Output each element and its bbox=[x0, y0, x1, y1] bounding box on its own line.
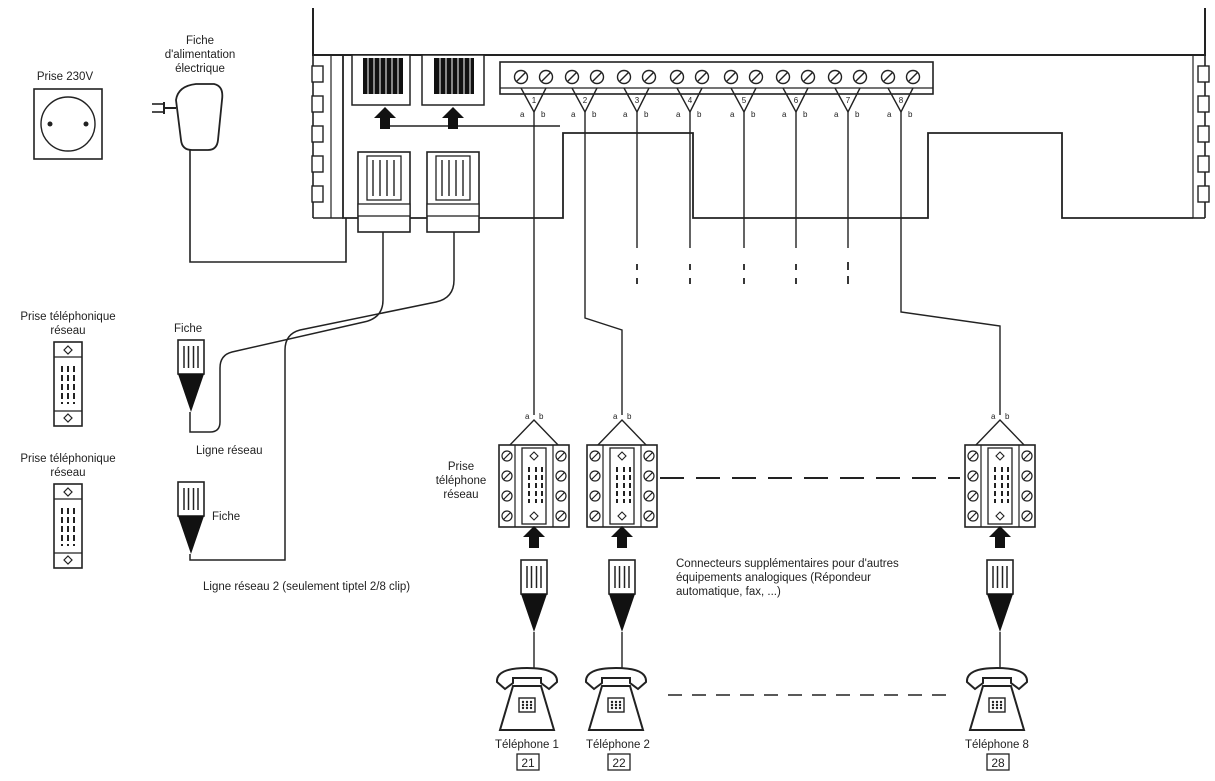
extension-number: 21 bbox=[521, 756, 535, 770]
wire-b-label: b bbox=[539, 412, 544, 421]
wire-a-label: a bbox=[623, 110, 628, 119]
terminal-number: 3 bbox=[635, 96, 640, 105]
extension-number-box-8: 28 bbox=[986, 753, 1010, 771]
right-mounting-tabs bbox=[1197, 65, 1210, 203]
phone-plug-2 bbox=[608, 559, 636, 633]
adapter-label-line1: Fiche bbox=[186, 35, 214, 47]
telephone-1-icon bbox=[495, 667, 559, 731]
telephone-2-icon bbox=[584, 667, 648, 731]
terminal-number: 7 bbox=[846, 96, 851, 105]
inserted-plug-2 bbox=[426, 151, 480, 233]
left-mounting-tabs bbox=[311, 65, 324, 203]
arrow-up-icon bbox=[989, 526, 1011, 548]
adapter-label-line2: d'alimentation bbox=[165, 49, 236, 61]
wire-b-label: b bbox=[855, 110, 860, 119]
terminal-number: 4 bbox=[688, 96, 693, 105]
line-2-label: Ligne réseau 2 (seulement tiptel 2/8 cli… bbox=[203, 581, 410, 593]
wire-a-label: a bbox=[571, 110, 576, 119]
network-jack-1-label-line1: Prise téléphonique bbox=[20, 311, 115, 323]
line-plug-2 bbox=[177, 481, 205, 555]
extension-wires bbox=[533, 112, 1001, 415]
wire-a-label: a bbox=[991, 412, 996, 421]
wire-a-label: a bbox=[613, 412, 618, 421]
phone-plug-8 bbox=[986, 559, 1014, 633]
arrow-up-icon bbox=[523, 526, 545, 548]
wire-b-label: b bbox=[697, 110, 702, 119]
phone-socket-2 bbox=[587, 445, 657, 527]
wire-a-label: a bbox=[520, 110, 525, 119]
plug-1-label: Fiche bbox=[174, 323, 202, 335]
extension-number-box-2: 22 bbox=[607, 753, 631, 771]
phone-socket-1 bbox=[499, 445, 569, 527]
terminal-number: 8 bbox=[899, 96, 904, 105]
extra-connectors-line3: automatique, fax, ...) bbox=[676, 586, 781, 598]
wire-b-label: b bbox=[541, 110, 546, 119]
phone-8-label: Téléphone 8 bbox=[965, 739, 1029, 751]
phone-2-label: Téléphone 2 bbox=[586, 739, 650, 751]
wire-b-label: b bbox=[1005, 412, 1010, 421]
phone-socket-8 bbox=[965, 445, 1035, 527]
extra-connectors-line1: Connecteurs supplémentaires pour d'autre… bbox=[676, 558, 899, 570]
wire-b-label: b bbox=[803, 110, 808, 119]
line-1-label: Ligne réseau bbox=[196, 445, 263, 457]
arrow-up-icon bbox=[611, 526, 633, 548]
line-cable-2 bbox=[189, 232, 455, 561]
phone-socket-label-line3: réseau bbox=[443, 489, 478, 501]
wire-a-label: a bbox=[676, 110, 681, 119]
phone-plug-1 bbox=[520, 559, 548, 633]
power-outlet-label: Prise 230V bbox=[37, 71, 94, 83]
continuation-dashes bbox=[636, 262, 849, 284]
extension-number-box-1: 21 bbox=[516, 753, 540, 771]
pbx-unit: 1 2 3 4 5 6 7 8 a b a b a b a b a b a b … bbox=[311, 8, 1210, 219]
extension-number: 28 bbox=[991, 756, 1005, 770]
plug-2-label: Fiche bbox=[212, 511, 240, 523]
line-socket-2 bbox=[421, 54, 485, 106]
power-outlet bbox=[33, 88, 103, 160]
wire-b-label: b bbox=[627, 412, 632, 421]
line-socket-1 bbox=[351, 54, 411, 106]
terminal-strip bbox=[499, 61, 934, 95]
extension-number: 22 bbox=[612, 756, 626, 770]
power-cable bbox=[189, 150, 347, 263]
telephone-8-icon bbox=[965, 667, 1029, 731]
wire-b-label: b bbox=[908, 110, 913, 119]
socket-wire-splits bbox=[507, 418, 1027, 448]
terminal-number: 2 bbox=[583, 96, 588, 105]
extra-connectors-line2: équipements analogiques (Répondeur bbox=[676, 572, 871, 584]
network-wall-jack-2 bbox=[53, 483, 83, 569]
inserted-plug-1 bbox=[357, 151, 411, 233]
line-plug-1 bbox=[177, 339, 205, 413]
network-jack-1-label-line2: réseau bbox=[50, 325, 85, 337]
wire-a-label: a bbox=[730, 110, 735, 119]
network-jack-2-label-line1: Prise téléphonique bbox=[20, 453, 115, 465]
wire-a-label: a bbox=[525, 412, 530, 421]
phone-1-label: Téléphone 1 bbox=[495, 739, 559, 751]
terminal-number: 5 bbox=[742, 96, 747, 105]
wire-a-label: a bbox=[834, 110, 839, 119]
terminal-numbers: 1 2 3 4 5 6 7 8 bbox=[532, 96, 904, 105]
wire-a-label: a bbox=[887, 110, 892, 119]
adapter-label-line3: électrique bbox=[175, 63, 225, 75]
wire-b-label: b bbox=[751, 110, 756, 119]
terminal-number: 6 bbox=[794, 96, 799, 105]
wire-b-label: b bbox=[644, 110, 649, 119]
power-adapter bbox=[152, 83, 224, 151]
wire-b-label: b bbox=[592, 110, 597, 119]
terminal-number: 1 bbox=[532, 96, 537, 105]
phone-socket-label-line1: Prise bbox=[448, 461, 474, 473]
network-wall-jack-1 bbox=[53, 341, 83, 427]
phone-socket-label-line2: téléphone bbox=[436, 475, 487, 487]
wire-a-label: a bbox=[782, 110, 787, 119]
network-jack-2-label-line2: réseau bbox=[50, 467, 85, 479]
terminal-ab-letters: a b a b a b a b a b a b a b a b bbox=[520, 110, 913, 119]
